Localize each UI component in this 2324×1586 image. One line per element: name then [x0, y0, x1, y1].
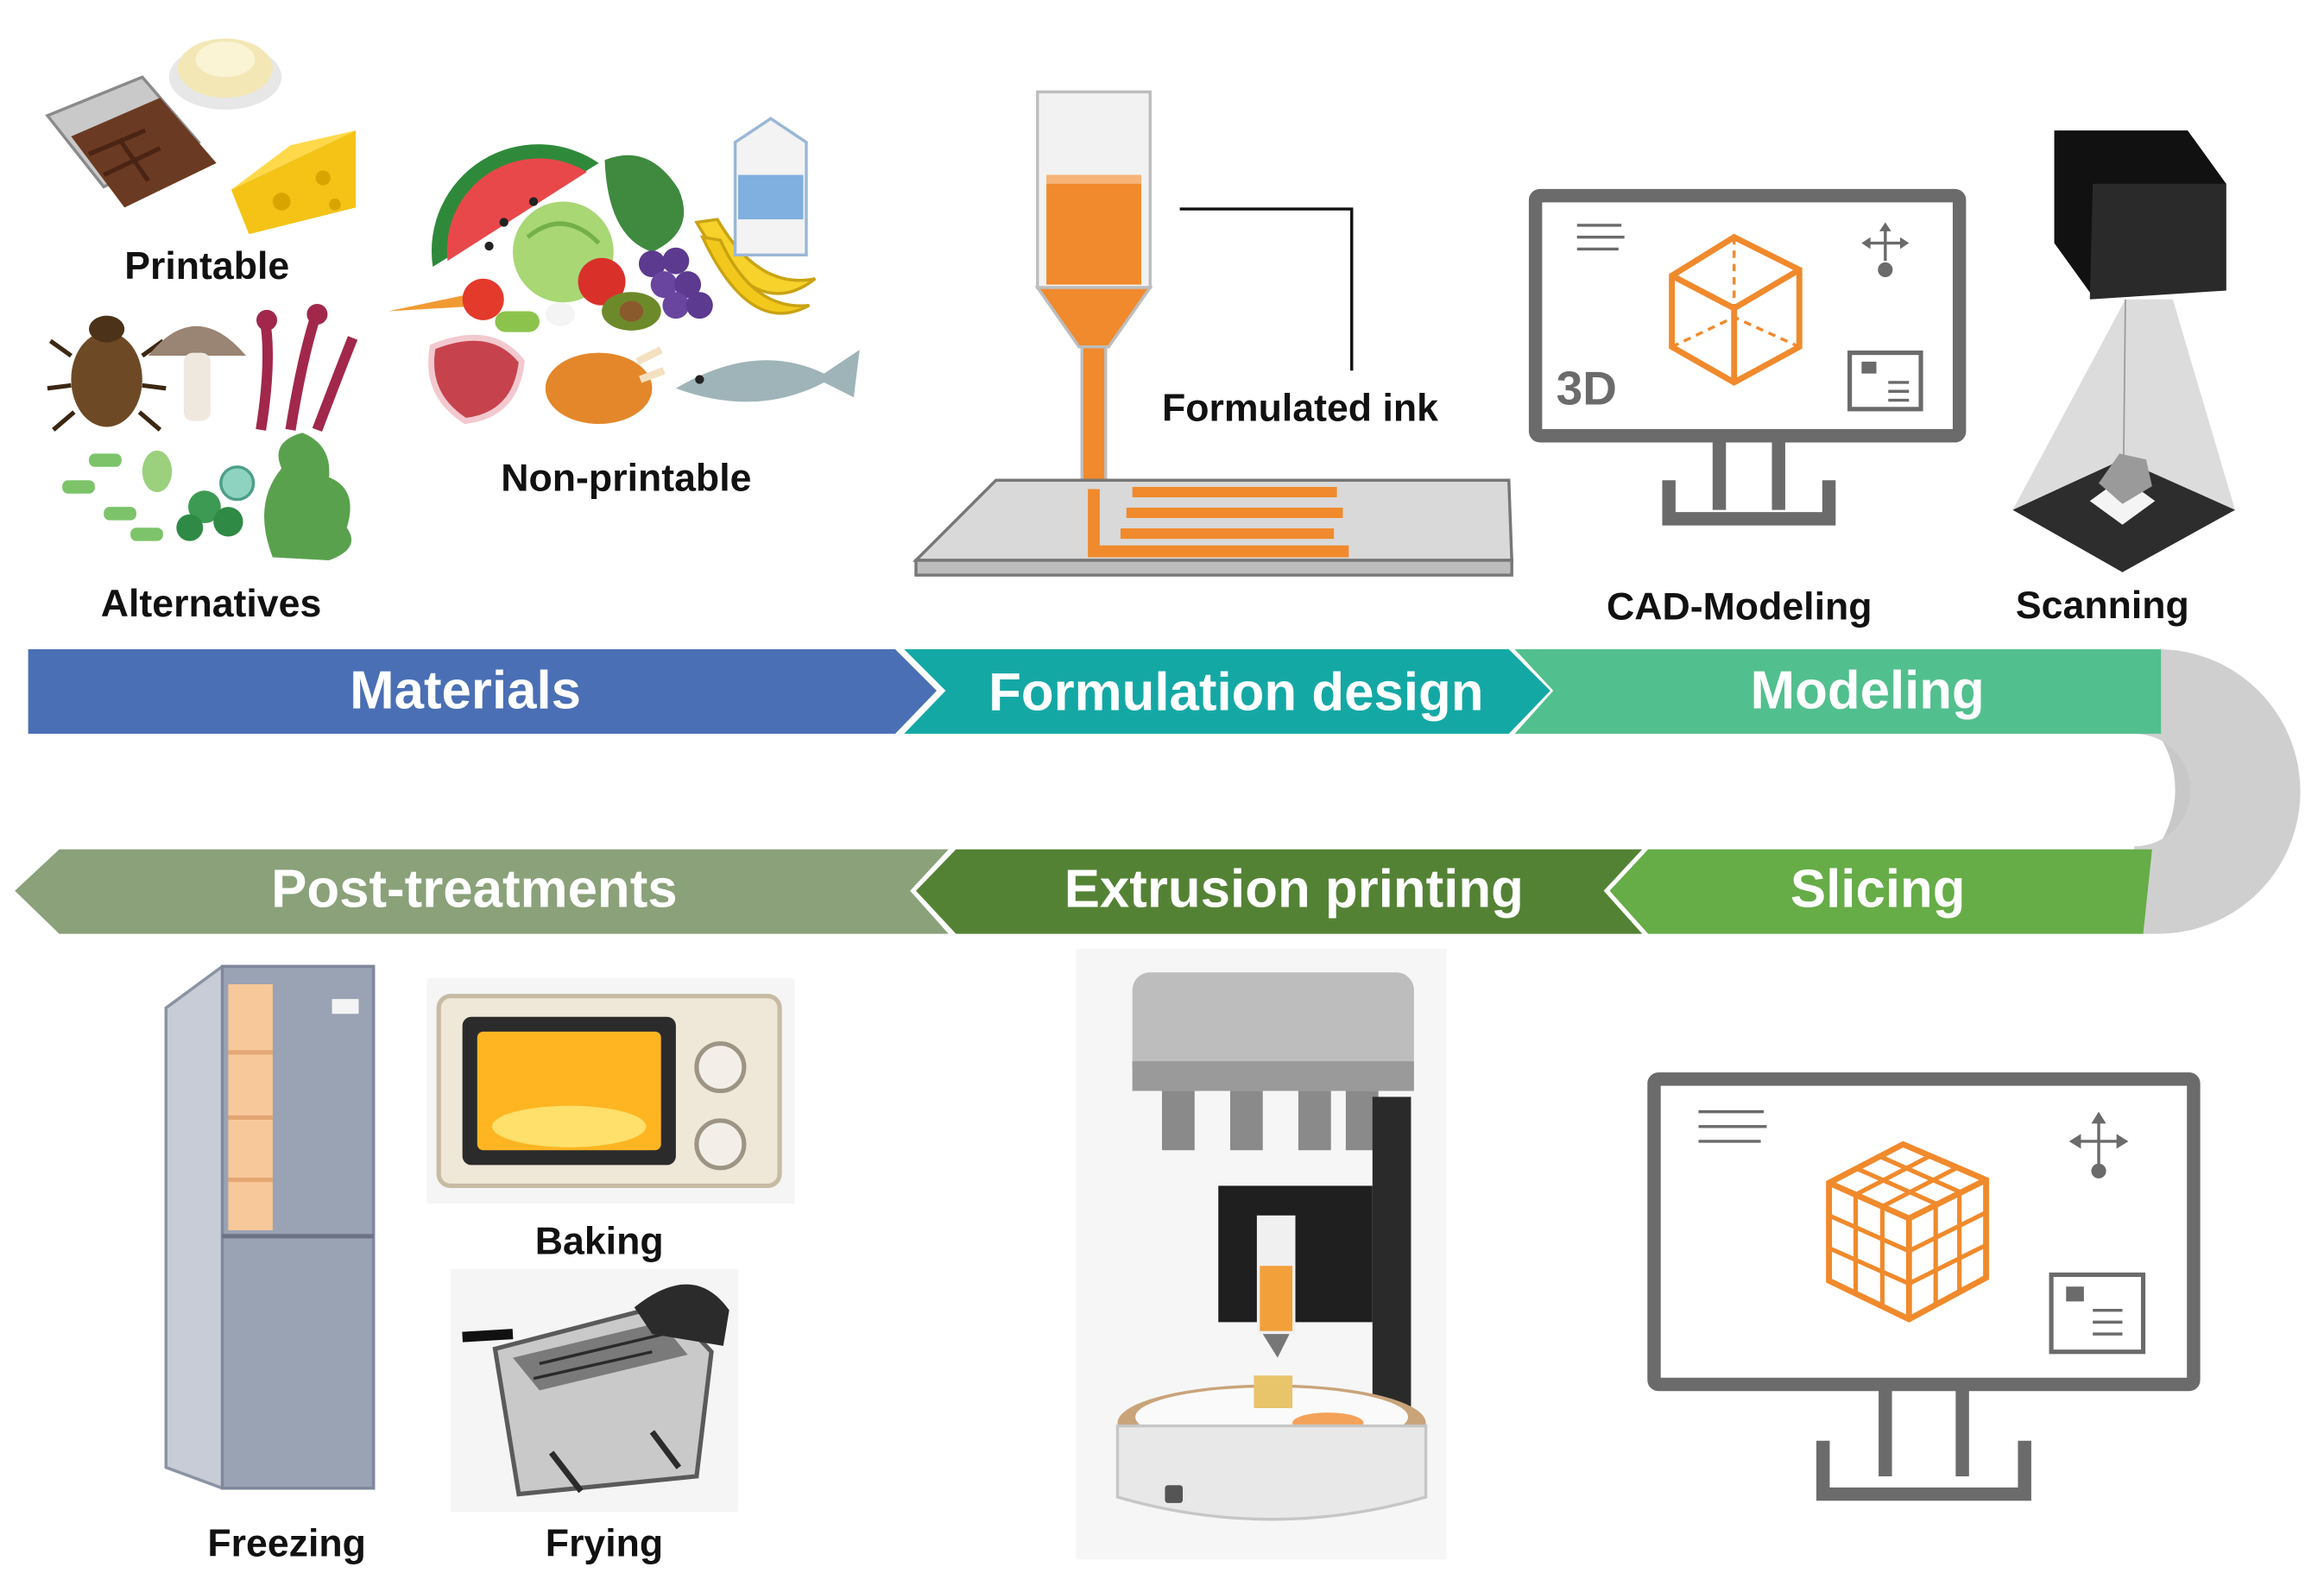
milk-carton-icon	[733, 117, 808, 257]
watermelon-icon	[431, 144, 599, 268]
band-modeling	[1514, 648, 2162, 734]
microwave-oven-icon	[426, 978, 795, 1204]
band-extrusion-printing	[916, 849, 1643, 934]
band-post-treatments	[15, 849, 949, 934]
ink-callout-line	[1179, 207, 1354, 371]
food-printer-icon	[1076, 948, 1447, 1560]
move-arrows-icon	[1861, 222, 1910, 278]
stage-materials: Materials	[350, 659, 582, 721]
algae-icon	[256, 303, 358, 433]
chicken-icon	[545, 346, 666, 425]
label-formulated-ink: Formulated ink	[1162, 385, 1438, 430]
beetle-icon	[47, 315, 167, 432]
stage-slicing: Slicing	[1790, 858, 1966, 919]
label-frying: Frying	[545, 1520, 664, 1565]
label-freezing: Freezing	[207, 1520, 366, 1565]
label-non-printable: Non-printable	[501, 455, 752, 500]
label-baking: Baking	[534, 1218, 664, 1263]
file-panel-icon	[1847, 351, 1923, 412]
mushroom-icon	[148, 325, 246, 421]
fish-icon	[675, 350, 860, 402]
vegetables-icon	[388, 257, 661, 332]
deep-fryer-icon	[450, 1268, 738, 1513]
stage-extrusion-printing: Extrusion printing	[1064, 858, 1524, 919]
cube-icon	[1669, 233, 1803, 386]
connector-arc-body	[2134, 648, 2301, 934]
band-slicing	[1609, 849, 2152, 934]
stage-modeling: Modeling	[1750, 659, 1985, 721]
label-printable: Printable	[124, 243, 290, 288]
label-alternatives: Alternatives	[100, 580, 322, 626]
sliced-cube-icon	[1826, 1141, 1989, 1323]
seaweed-icon	[264, 433, 352, 560]
chocolate-icon	[45, 75, 217, 208]
cheese-icon	[231, 130, 357, 235]
refrigerator-icon	[164, 964, 376, 1490]
label-scanning: Scanning	[2015, 582, 2189, 628]
cream-icon	[168, 38, 282, 111]
grapes-icon	[638, 247, 713, 319]
print-bed-icon	[912, 478, 1513, 577]
stage-post-treatments: Post-treatments	[271, 858, 678, 919]
slicing-monitor-icon	[1647, 1072, 2201, 1501]
meat-icon	[428, 334, 525, 425]
syringe-nozzle-icon	[1034, 90, 1153, 491]
band-formulation-design	[904, 648, 1550, 734]
label-3d: 3D	[1556, 361, 1617, 415]
microalgae-icon	[62, 450, 256, 541]
scanner-icon	[2012, 130, 2235, 572]
band-materials	[28, 648, 938, 734]
monitor-icon	[1528, 188, 1967, 526]
label-cad-modeling: CAD-Modeling	[1607, 584, 1872, 629]
stage-formulation-design: Formulation design	[988, 660, 1484, 723]
